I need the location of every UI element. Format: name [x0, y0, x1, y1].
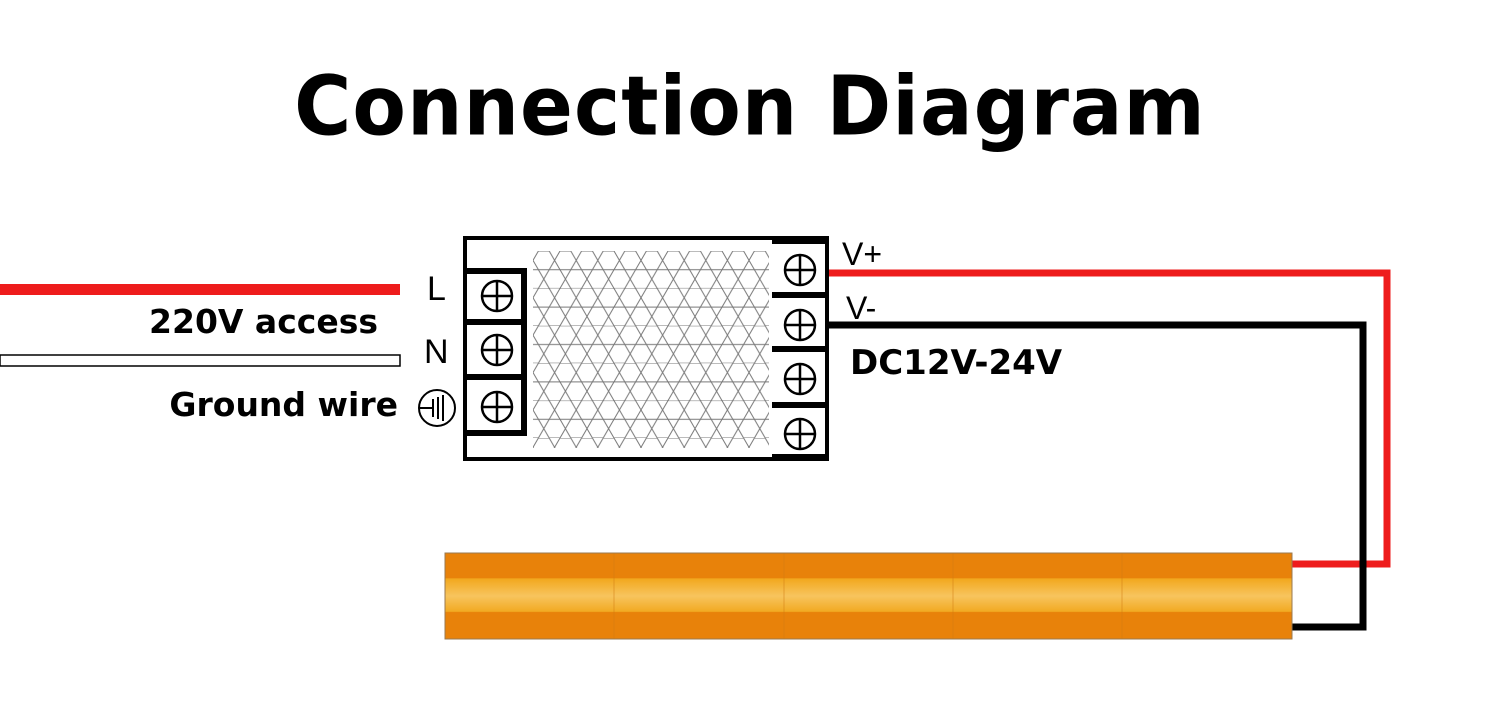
- screw-terminal-icon: [783, 308, 817, 342]
- screw-terminal-icon: [480, 390, 514, 424]
- vent-grille: [533, 251, 769, 448]
- terminal-label-v-minus: V-: [846, 290, 877, 326]
- terminal-label-N: N: [424, 333, 449, 371]
- output-terminal-block: [772, 238, 828, 460]
- ground-wire-label: Ground wire: [169, 385, 398, 424]
- led-strip: [444, 552, 1293, 640]
- power-supply: [463, 236, 829, 461]
- screw-terminal-icon: [783, 417, 817, 451]
- negative-wire-V-: [829, 321, 1367, 631]
- neutral-wire-N: [0, 354, 401, 367]
- ground-icon: [418, 389, 456, 427]
- screw-terminal-icon: [480, 279, 514, 313]
- input-terminal-block: [467, 268, 527, 436]
- screw-terminal-icon: [783, 253, 817, 287]
- terminal-label-v-plus: V+: [842, 236, 883, 272]
- output-voltage-label: DC12V-24V: [850, 343, 1063, 383]
- positive-wire-V+: [829, 269, 1391, 568]
- supply-voltage-label: 220V access: [149, 302, 378, 341]
- screw-terminal-icon: [783, 362, 817, 396]
- terminal-label-L: L: [427, 270, 446, 308]
- page-title: Connection Diagram: [294, 59, 1206, 155]
- live-wire-L: [0, 284, 400, 295]
- screw-terminal-icon: [480, 333, 514, 367]
